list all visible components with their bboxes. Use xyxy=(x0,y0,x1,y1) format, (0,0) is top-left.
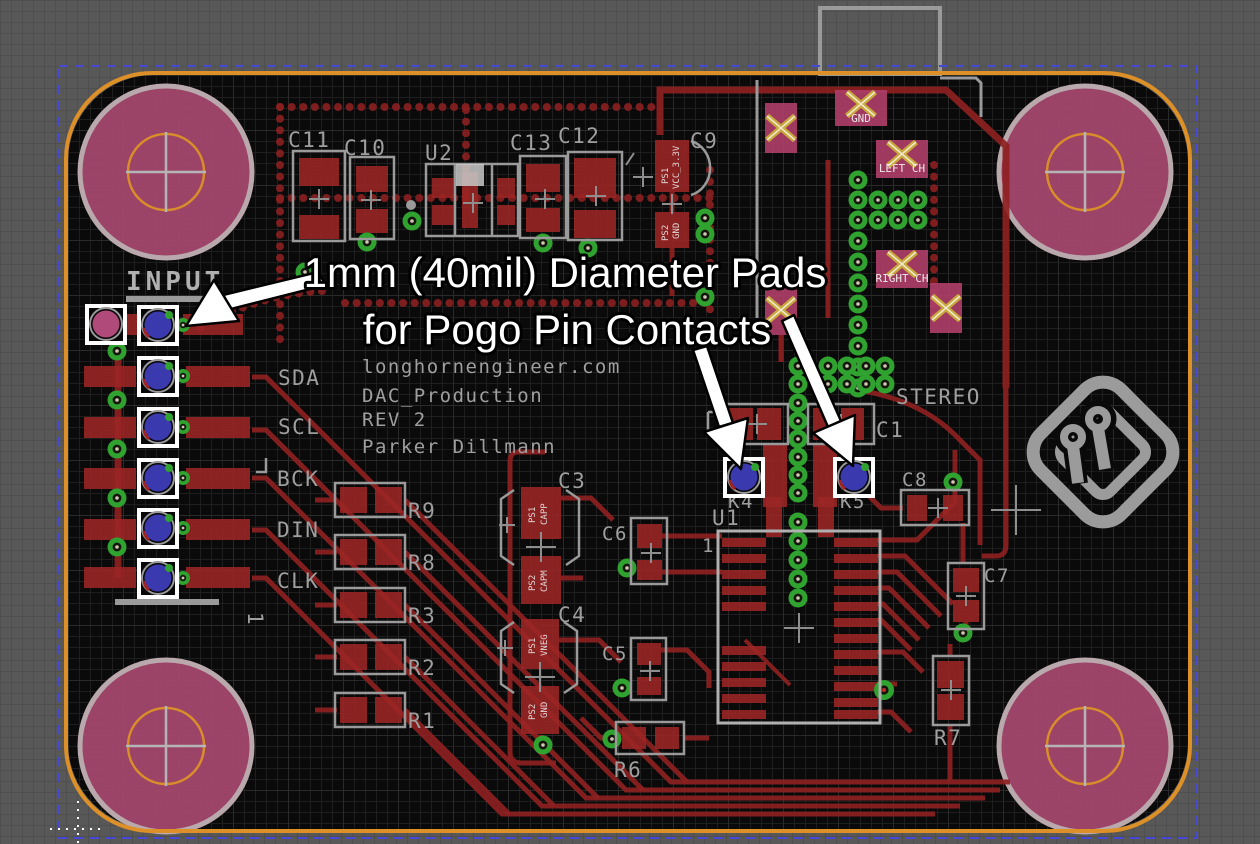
annotation-line2: for Pogo Pin Contacts xyxy=(363,306,772,353)
refdes-c8: C8 xyxy=(902,469,928,491)
refdes-c7: C7 xyxy=(984,565,1010,587)
c3-ps2-label: PS2 xyxy=(528,575,538,591)
origin-cross xyxy=(50,801,106,844)
c3-capp-label: CAPP xyxy=(540,503,550,525)
pogo-pad xyxy=(137,305,179,346)
signal-din: DIN xyxy=(277,518,319,542)
pad-function-labels: PS1 VCC_3.3V PS2 GND PS1 CAPP PS2 CAPM P… xyxy=(528,145,682,720)
refdes-r3: R3 xyxy=(408,604,436,628)
refdes-c13: C13 xyxy=(510,131,552,155)
refdes-r6: R6 xyxy=(614,758,642,782)
c9-ps1-label: PS1 xyxy=(661,168,671,184)
u1-pin1-marker: 1 xyxy=(702,535,715,557)
signal-clk: CLK xyxy=(277,569,319,593)
refdes-c10: C10 xyxy=(344,136,386,160)
refdes-c11: C11 xyxy=(288,128,330,152)
refdes-r9: R9 xyxy=(408,499,436,523)
u1-pins xyxy=(722,538,878,719)
refdes-c5: C5 xyxy=(602,643,628,665)
input-pin1-marker: 1 xyxy=(243,612,267,626)
refdes-r7: R7 xyxy=(934,726,962,750)
stereo-label: STEREO xyxy=(896,385,981,409)
c9-gnd-label: GND xyxy=(672,223,682,239)
refdes-r1: R1 xyxy=(408,709,436,733)
pogo-pad xyxy=(137,356,179,397)
annotation-line1: 1mm (40mil) Diameter Pads xyxy=(304,249,827,296)
jack-gnd-label: GND xyxy=(851,112,871,125)
refdes-c1: C1 xyxy=(876,418,904,442)
board-info-url: longhornengineer.com xyxy=(362,356,621,378)
c9-vcc-label: VCC_3.3V xyxy=(672,145,682,189)
jack-pads: GND LEFT CH RIGHT CH xyxy=(765,90,962,335)
refdes-r8: R8 xyxy=(408,551,436,575)
c3-capm-label: CAPM xyxy=(540,570,550,592)
pogo-pad-pink xyxy=(85,304,127,345)
mounting-hole xyxy=(80,86,252,258)
mounting-hole xyxy=(999,86,1171,258)
pogo-pad xyxy=(137,508,179,549)
signal-sda: SDA xyxy=(278,366,320,390)
refdes-u2: U2 xyxy=(425,141,453,165)
longhornengineer-logo xyxy=(1026,375,1180,529)
c3-ps1-label: PS1 xyxy=(528,507,538,523)
annotation-arrows xyxy=(184,270,857,471)
copper-traces xyxy=(114,86,1010,817)
selection-rectangle xyxy=(58,65,1198,839)
signal-scl: SCL xyxy=(278,415,320,439)
input-header: INPUT xyxy=(126,267,224,297)
signal-bck: BCK xyxy=(277,467,319,491)
refdes-c3: C3 xyxy=(558,469,586,493)
refdes-r2: R2 xyxy=(408,656,436,680)
pogo-pad xyxy=(137,407,179,448)
pogo-pad xyxy=(137,558,179,599)
jack-left-ch-label: LEFT CH xyxy=(879,162,925,175)
silkscreen-text: INPUT SDA SCL BCK DIN CLK C11 C10 U2 C13… xyxy=(126,124,1010,782)
mounting-hole xyxy=(999,660,1171,832)
board-info-rev: REV 2 xyxy=(362,409,427,431)
c9-ps2-label: PS2 xyxy=(661,225,671,241)
c4-gnd-label: GND xyxy=(540,702,550,718)
board-outline xyxy=(64,71,1192,833)
mounting-hole xyxy=(80,660,252,832)
refdes-c4: C4 xyxy=(558,603,586,627)
c4-ps2-label: PS2 xyxy=(528,704,538,720)
refdes-u1: U1 xyxy=(712,506,740,530)
refdes-c6: C6 xyxy=(602,523,628,545)
pogo-pad xyxy=(137,458,179,499)
board-info-author: Parker Dillmann xyxy=(362,436,556,458)
c4-vneg-label: VNEG xyxy=(540,634,550,656)
refdes-c9: C9 xyxy=(690,129,718,153)
logo-pin-icon xyxy=(1054,400,1117,486)
silkscreen-outlines xyxy=(115,139,1041,756)
c4-ps1-label: PS1 xyxy=(528,638,538,654)
pogo-pad-k4 xyxy=(723,457,765,498)
jack-right-ch-label: RIGHT CH xyxy=(876,272,929,285)
refdes-c12: C12 xyxy=(558,124,600,148)
board-info-project: DAC_Production xyxy=(362,385,543,407)
